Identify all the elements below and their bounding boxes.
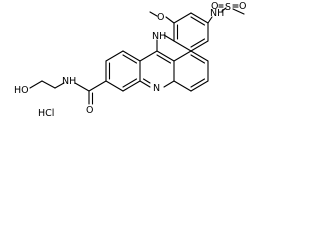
hydroxyl-label: HO xyxy=(14,85,29,96)
atom-labels: NH O NH S O O N NH O HO HCl xyxy=(14,1,246,119)
molecule-diagram: NH O NH S O O N NH O HO HCl xyxy=(14,1,246,119)
amide-oxygen-label: O xyxy=(86,105,93,116)
sulfonamide-nh-label: NH xyxy=(210,8,224,19)
amide-nh-label: NH xyxy=(62,76,76,87)
hcl-salt-label: HCl xyxy=(38,108,54,119)
sulfonyl-oxygen-right-label: O xyxy=(239,1,246,12)
ring-nitrogen-label: N xyxy=(153,83,160,94)
bridge-nh-label: NH xyxy=(152,31,166,42)
sulfonyl-oxygen-left-label: O xyxy=(211,1,218,12)
bond-lines xyxy=(29,4,245,105)
sulfur-label: S xyxy=(225,2,231,13)
methoxy-oxygen-label: O xyxy=(157,12,164,23)
